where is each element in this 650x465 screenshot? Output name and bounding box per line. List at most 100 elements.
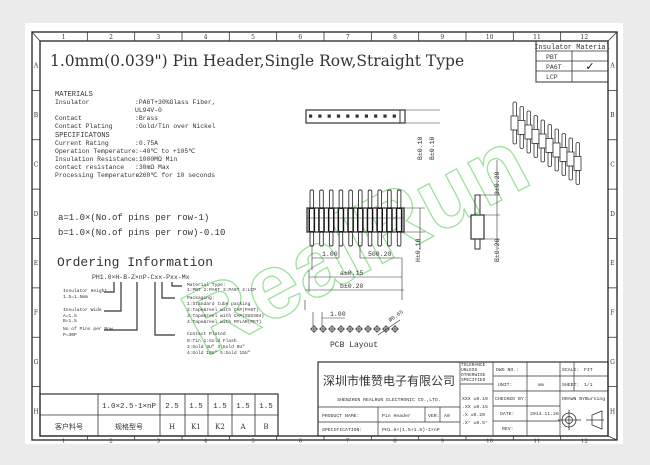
- zone-column-label: 8: [393, 34, 397, 41]
- outer-frame: [31, 31, 618, 441]
- front-view: 1.00 500.20 a±0.15 b±0.20 H±0.10: [304, 189, 425, 310]
- iso-pin: [575, 170, 580, 185]
- pin-square: [392, 114, 396, 118]
- note-line: 4:Gold 10U" 5:Gold 15U": [187, 350, 251, 356]
- pcb-layout-label: PCB Layout: [330, 341, 378, 350]
- pin-core: [368, 209, 372, 231]
- company-name-cn: 深圳市惟赞电子有限公司: [323, 373, 455, 388]
- note-line: B=1.5: [63, 318, 77, 324]
- spec-value: :PA6T+30%Glass Fiber,: [135, 99, 216, 106]
- spec-table-header: H: [169, 423, 175, 431]
- zone-column-label: 10: [486, 34, 494, 41]
- iso-body: [545, 138, 554, 153]
- dim-top-b: B±0.10: [417, 136, 424, 160]
- spec-value: :1000MΩ Min: [135, 156, 177, 163]
- drawn-by-label: DRAWN BY:: [562, 396, 588, 402]
- zone-column-label: 8: [393, 439, 397, 445]
- dim-side-h: 3±0.20: [494, 171, 501, 195]
- zone-column-label: 11: [534, 439, 541, 445]
- spec-value: :Brass: [135, 115, 158, 122]
- zone-row-label: D: [610, 211, 615, 218]
- zone-column-label: 5: [251, 34, 255, 41]
- iso-pin: [547, 152, 552, 167]
- zone-row-label: A: [33, 63, 39, 70]
- pin-square: [355, 114, 359, 118]
- scale-label: SCALE:: [562, 367, 579, 373]
- pin: [387, 231, 392, 247]
- spec-value: :30mΩ Max: [135, 164, 170, 171]
- spec-table-header: K1: [191, 423, 201, 431]
- zone-row-label: H: [33, 408, 38, 415]
- iso-pin: [568, 165, 573, 181]
- zone-column-label: 4: [204, 439, 208, 445]
- zone-row-label: F: [34, 310, 38, 317]
- zone-column-label: 2: [109, 439, 113, 445]
- pcb-hole-cross: [355, 325, 363, 333]
- spec-value: :-40℃ to +105℃: [135, 148, 195, 155]
- note-title: Packaging:: [187, 295, 215, 301]
- spec-label: Contact: [55, 115, 82, 122]
- zone-column-label: 11: [533, 34, 541, 41]
- dwg-label: DWG NO.:: [496, 367, 519, 373]
- pin-core: [397, 209, 401, 231]
- insulator-material-header: Insulator Material: [534, 44, 610, 52]
- zone-row-label: H: [610, 408, 615, 415]
- pin-core: [358, 209, 363, 231]
- spec-value: :0.75A: [135, 140, 158, 147]
- note-title: No.of Pins per Row: [63, 326, 113, 332]
- ver-value: A0: [444, 413, 450, 419]
- top-view: B±0.10 B±0.10: [305, 109, 440, 160]
- pin-core: [310, 209, 314, 231]
- specification-value: PH1.0×(1.5+1.5)-1×nP: [382, 427, 440, 433]
- material-option-pa6t: PA6T: [546, 64, 562, 71]
- spec-value: :Gold/Tin over Nickel: [135, 123, 216, 130]
- pin: [387, 189, 392, 209]
- ordering-information: Ordering Information PH1.0×H-B-Z×nP-Cxx-…: [57, 255, 264, 356]
- dim-pitch: 1.00: [322, 251, 338, 258]
- pin-core: [339, 209, 343, 231]
- tolerance: XXX ±0.10: [462, 396, 488, 402]
- tolerance: .X ±0.20: [462, 412, 485, 418]
- pin: [396, 189, 402, 209]
- iso-body: [531, 129, 540, 144]
- pin-square: [318, 114, 322, 118]
- iso-body: [552, 142, 561, 158]
- dim-h: H±0.10: [415, 238, 422, 262]
- note-line: 0:Tin 1:Gold Flash: [187, 338, 237, 344]
- spec-label: Contact Plating: [55, 123, 113, 130]
- note-title: Insulator Height: [63, 288, 107, 294]
- iso-body: [566, 151, 575, 167]
- zone-column-label: 5: [251, 439, 255, 445]
- pin: [377, 189, 382, 209]
- note-title: Material Type:: [187, 282, 226, 288]
- frame-corner: [31, 31, 41, 42]
- zone-column-label: 6: [298, 34, 302, 41]
- note-line: 1.5=1.5mm: [63, 294, 88, 300]
- note-line: 1:PBT 2:PA6T 3:PA9T 4:LCP: [187, 287, 256, 293]
- ordering-code: PH1.0×H-B-Z×nP-Cxx-Pxx-Mx: [92, 274, 190, 281]
- tolerance-note: TOLERANCE UNLESS OTHERWISE SPECIFIED: [461, 363, 486, 383]
- spec-value: UL94V-0: [135, 107, 162, 114]
- spec-label: Operation Temperature: [55, 148, 136, 155]
- iso-pin: [526, 138, 531, 154]
- spec-table-value: 1.0×2.5-1×nP: [102, 403, 157, 411]
- scale-value: FIT: [584, 367, 593, 373]
- pcb-hole-cross: [382, 325, 390, 333]
- frame-corner: [607, 435, 618, 441]
- spec-table-value: 1.5: [213, 403, 227, 411]
- sheet-value: 1/1: [584, 382, 593, 388]
- zone-row-label: G: [610, 359, 615, 366]
- zone-column-label: 4: [204, 34, 208, 41]
- pin: [328, 189, 334, 209]
- pin-square: [383, 114, 387, 118]
- pin-square: [327, 114, 331, 118]
- dim-top-b2: B±0.10: [429, 136, 436, 160]
- pcb-hole-cross: [364, 325, 372, 333]
- zone-row-label: F: [610, 310, 614, 317]
- zone-row-label: E: [34, 260, 38, 267]
- projection-symbol-icon: [558, 410, 604, 430]
- spec-value: :260℃ for 10 seconds: [135, 172, 215, 179]
- pin: [319, 231, 324, 247]
